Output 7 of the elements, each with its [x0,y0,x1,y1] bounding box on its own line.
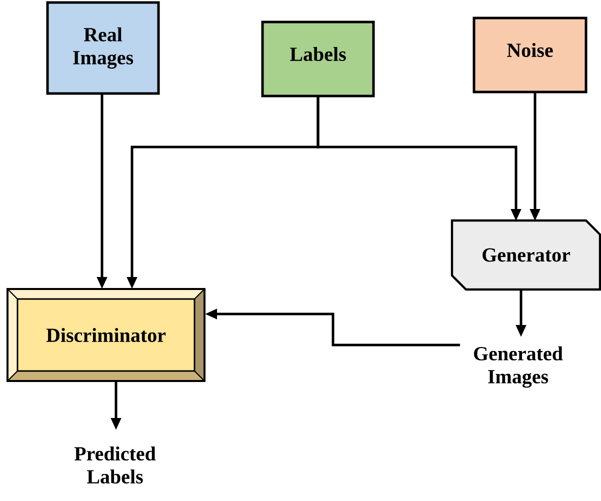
output-label: Generated Images [474,346,563,388]
output-label: Predicted Labels [74,446,156,484]
discriminator-box: Discriminator [6,288,206,382]
input-box: Labels [261,20,375,98]
generator-box: Generator [450,219,601,291]
input-box: Real Images [46,1,160,95]
input-box: Noise [472,16,588,94]
